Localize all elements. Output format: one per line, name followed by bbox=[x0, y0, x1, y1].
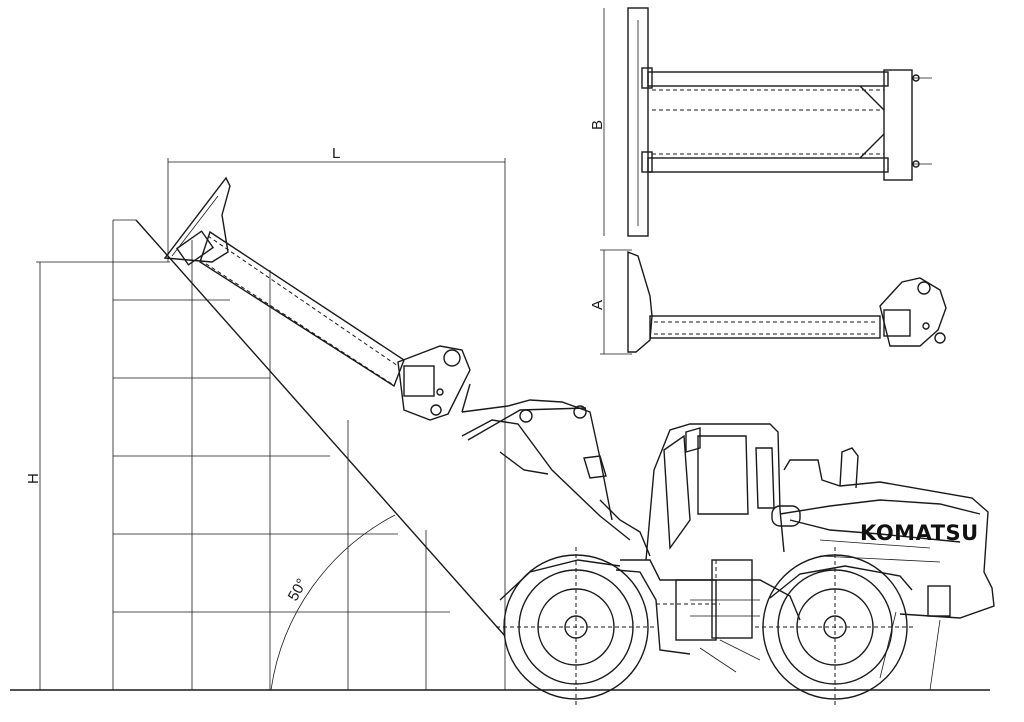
cab bbox=[645, 423, 785, 561]
angle-arc bbox=[270, 514, 396, 691]
dimension-h bbox=[34, 261, 170, 691]
dimension-b-label: B bbox=[589, 120, 606, 130]
front-wheel bbox=[496, 547, 656, 707]
front-fender bbox=[499, 559, 621, 601]
rear-wheel bbox=[755, 547, 915, 707]
chassis bbox=[615, 559, 801, 673]
rear-fender bbox=[769, 565, 913, 599]
inset-side-view bbox=[600, 249, 947, 355]
engine-hood bbox=[771, 447, 995, 691]
stockpile-slope bbox=[135, 219, 506, 637]
dimension-h-label: H bbox=[25, 473, 42, 484]
dimension-l-label: L bbox=[332, 145, 340, 162]
stockpile-grid bbox=[112, 219, 450, 690]
extended-arm bbox=[163, 176, 471, 421]
dimension-a-label: A bbox=[589, 300, 606, 310]
brand-logo: KOMATSU bbox=[860, 521, 979, 545]
inset-top-view bbox=[603, 7, 932, 237]
dimension-l bbox=[167, 158, 506, 690]
angle-label: 50° bbox=[285, 576, 311, 604]
loader-boom bbox=[461, 399, 651, 557]
